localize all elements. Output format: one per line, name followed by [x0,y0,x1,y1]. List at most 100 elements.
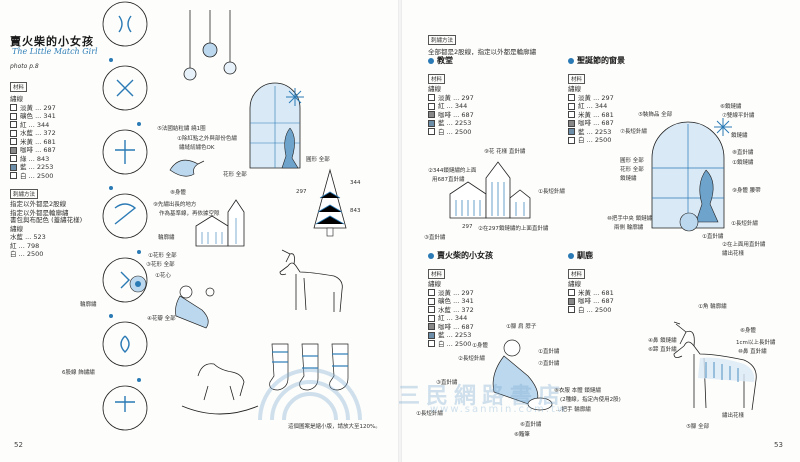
material-label: 紅 ... 344 [438,102,468,110]
material-row: 咖啡 ... 687 [428,323,493,332]
method-block: 刺繡方法 指定以外都是2股線 指定以外都是輪廓繡 [10,181,69,217]
church-label: ②在297鎖鏈繡的上面直針繡 [478,226,549,232]
scale-caption: 這個圖案是縮小版，請放大至120%。 [288,424,381,430]
window-label: ⑦雙線平針繡 [722,113,755,119]
cover-item: 水藍 ... 523 [10,233,46,241]
material-label: 淡黃 ... 297 [438,288,474,297]
watermark-logo-arcs [258,368,362,421]
girl-label: ⑧衣服 本體 鎖鏈繡 [554,388,601,394]
material-label: 白 ... 2500 [438,127,472,136]
window-label: ⑧直針繡 [732,150,754,156]
material-label: 藍 ... 2253 [438,119,472,127]
section-title: 馴鹿 [577,251,593,260]
material-row: 淡黃 ... 297 [10,104,56,113]
section-thread-head: 繡線 [428,280,441,288]
window-label: ①鎖鏈繡 [732,160,754,166]
material-label: 白 ... 2500 [438,339,472,348]
thread-head: 繡線 [10,95,23,103]
stitch-label: ③花形 全部 [146,262,175,268]
reindeer-label: ⑥身體 [740,328,756,334]
stitch-label: 輪廓繡 [158,235,175,241]
color-swatch [428,102,435,110]
window-label: ②在上面用直針繡 [722,242,766,248]
material-label: 礦色 ... 341 [20,112,56,120]
material-row: 藍 ... 2253 [568,128,625,137]
section-bullet-icon [428,252,434,259]
material-label: 礦色 ... 341 [438,297,474,305]
material-row: 白 ... 2500 [428,128,474,137]
window-pattern [651,121,725,229]
material-row: 咖啡 ... 687 [568,297,614,306]
reindeer-pattern [673,321,757,411]
color-swatch [10,163,17,171]
girl-label: (2種線，指定內使用2股) [560,397,621,403]
section-title: 賣火柴的小女孩 [437,251,493,260]
stitch-label: ④花瓣 全部 [147,316,176,322]
material-label: 藍 ... 2253 [20,163,54,171]
reindeer-label: ①角 輪廓繡 [698,304,727,310]
material-label: 紅 ... 344 [578,102,608,110]
right-method-tag: 刺繡方法 [428,35,457,45]
material-label: 紅 ... 344 [20,120,50,129]
cover-item: 白 ... 2500 [10,250,44,258]
material-row: 淡黃 ... 297 [428,94,474,103]
tree-label: 297 [296,189,307,195]
material-row: 米黃 ... 681 [10,138,56,147]
material-row: 藍 ... 2253 [428,119,474,128]
window-label: ①長短針繡 [731,221,758,227]
section-tag: 材料 [428,269,446,279]
window-label: ⑦長短針繡 [620,129,647,135]
girl-pattern [492,339,553,411]
material-label: 米黃 ... 681 [578,110,614,119]
material-label: 水藍 ... 372 [438,305,474,314]
book-gutter [398,0,402,462]
material-row: 礦色 ... 341 [10,112,56,121]
section-title: 教堂 [437,56,453,65]
window-label: ⑨身體 腰帶 [732,188,761,194]
section-tag: 材料 [568,269,586,279]
material-label: 咖啡 ... 687 [578,119,614,127]
material-label: 綠 ... 843 [20,154,50,163]
cover-block: 書包與布配色 (蓋繡花樣) 繡線 水藍 ... 523 紅 ... 798 白 … [10,216,82,259]
window-label: 繡出花樣 [722,251,745,257]
color-swatch [568,297,575,305]
color-swatch [10,112,17,120]
section-thread-head: 繡線 [428,85,441,93]
color-swatch [428,289,435,296]
rocking-horse-illustration [181,363,259,415]
method-line: 指定以外都是2股線 [10,200,67,208]
girl-label: ②長短針繡 [458,356,485,362]
cover-thread-head: 繡線 [10,224,23,233]
bird-illustration [169,159,205,177]
color-swatch [568,128,575,135]
stitch-label: ⑧身體 [170,190,186,196]
reindeer-label: ⑥蹄 直針繡 [648,347,677,353]
color-swatch [428,111,435,118]
material-label: 咖啡 ... 687 [438,110,474,119]
cover-item: 紅 ... 798 [10,241,40,250]
church-label: ②344鎖鏈繡的上面 [428,168,477,174]
color-swatch [428,331,435,339]
window-label: 花形 全部 [620,167,644,173]
material-row: 咖啡 ... 687 [428,111,474,120]
girl-label: ①身體 [472,343,488,349]
stitch-label: 作為基準線，再依據空隙 [159,211,220,217]
material-label: 白 ... 2500 [578,305,612,314]
stockings-illustration [269,343,349,391]
material-row: 紅 ... 344 [568,102,625,111]
material-label: 白 ... 2500 [578,136,612,144]
girl-label: ⑦直針繡 [538,361,560,367]
material-label: 米黃 ... 681 [578,288,614,297]
cover-tag: 書包與布配色 (蓋繡花樣) [10,216,83,224]
color-swatch [10,138,17,145]
church-label: ⑨花 花樣 直針繡 [484,149,526,155]
color-swatch [10,155,17,162]
girl-label: ①腳 肩 脖子 [506,324,537,330]
color-swatch [568,111,575,118]
material-row: 白 ... 2500 [568,306,614,315]
